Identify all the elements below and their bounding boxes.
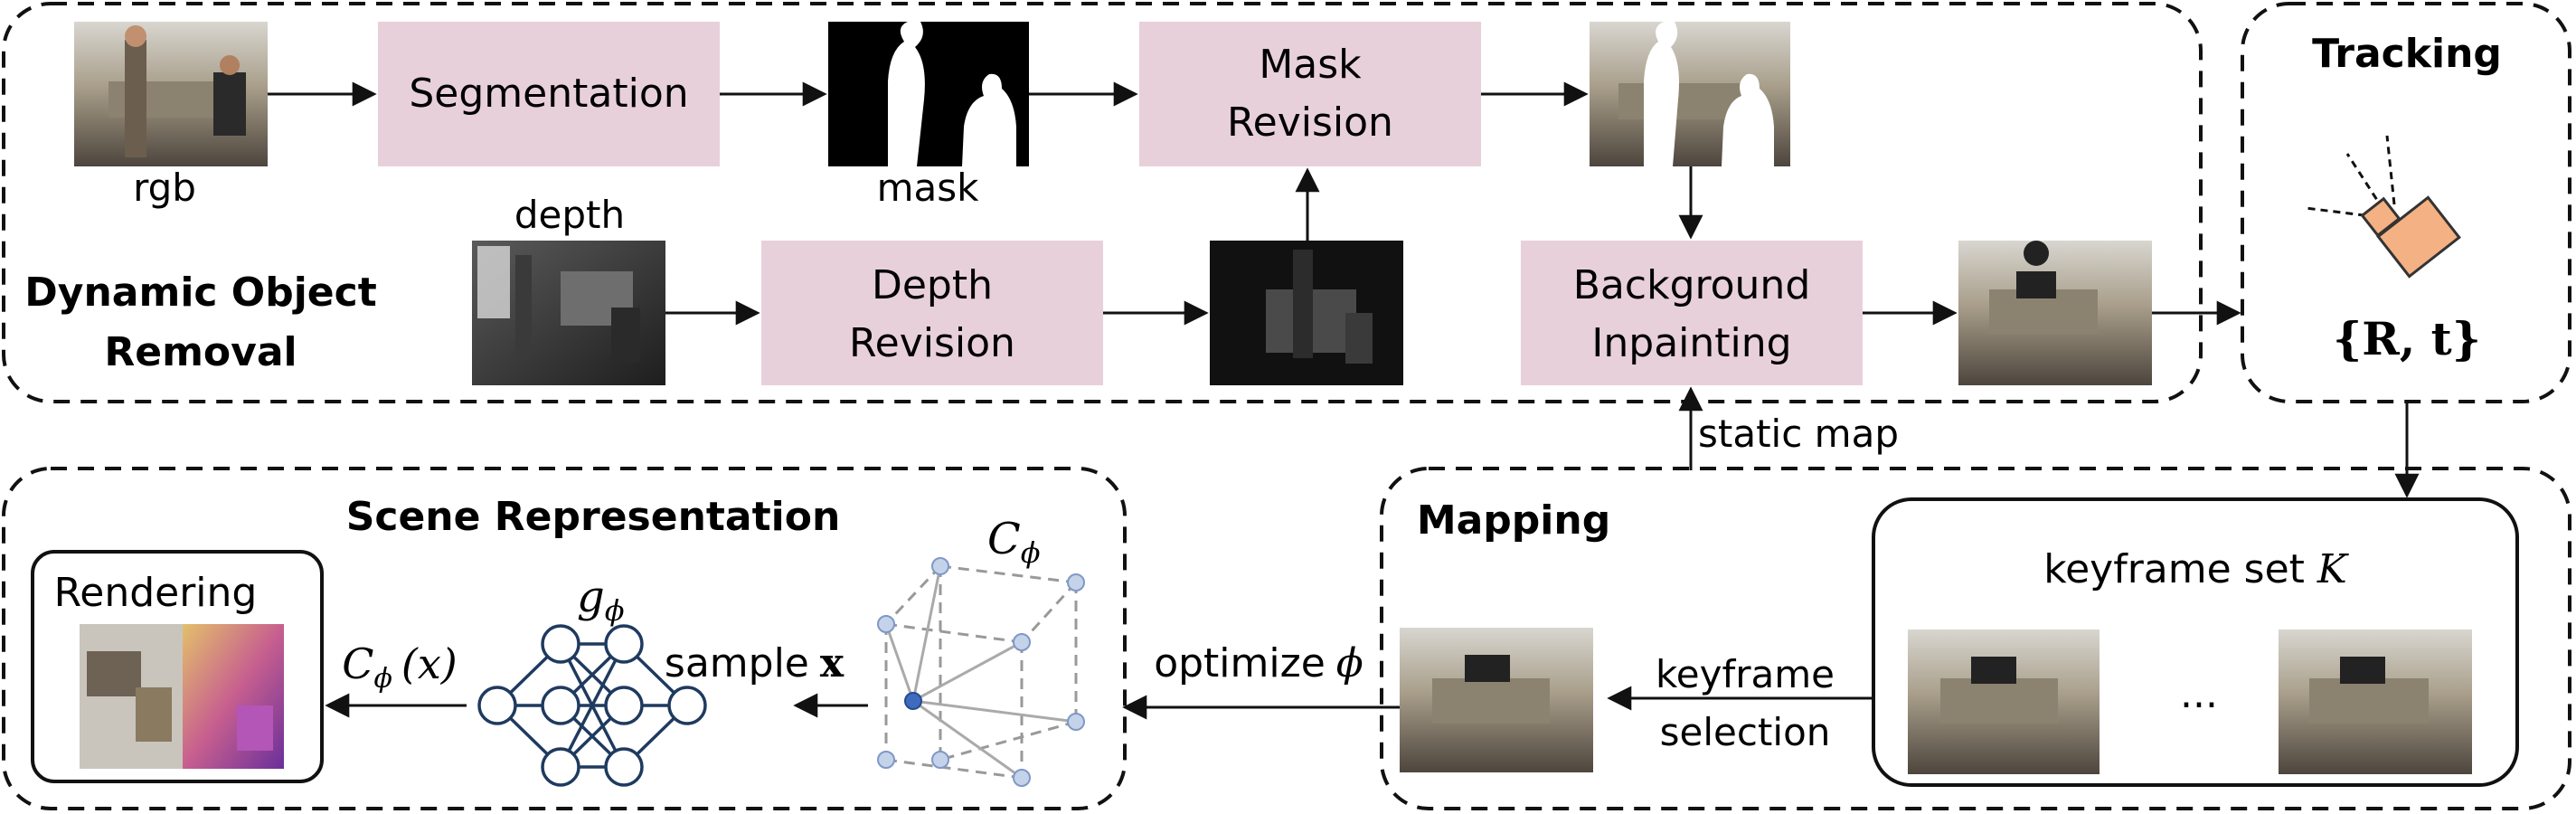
grid-symbol: Cϕ [987, 514, 1041, 570]
scene-representation-frame [2, 467, 1127, 810]
top-arrows [268, 81, 2420, 720]
keyframe-image-n [2279, 629, 2472, 774]
revised-depth-image [1210, 241, 1403, 385]
camera-icon [2305, 135, 2461, 279]
mlp-network [477, 624, 707, 787]
network-symbol: gϕ [577, 572, 625, 628]
keyframe-ellipsis: ... [2180, 671, 2218, 717]
segmentation-label: Segmentation [409, 71, 688, 117]
keyframe-image-1 [1908, 629, 2099, 774]
feature-grid [884, 564, 1078, 780]
mask-label: mask [877, 166, 980, 210]
mapping-frame [1380, 467, 2571, 810]
tracking-title: Tracking [2312, 31, 2502, 77]
depth-image [472, 241, 665, 385]
inpainted-image [1958, 241, 2152, 385]
rgb-image [74, 22, 268, 166]
dynamic-removal-frame [2, 2, 2203, 403]
rgb-label: rgb [133, 166, 196, 210]
static-map-label: static map [1698, 412, 1899, 456]
query-label: Cϕ(x) [342, 639, 458, 695]
rendering-image [80, 624, 284, 769]
mask-image [828, 22, 1029, 166]
pose-label: {R, t} [2333, 312, 2481, 365]
selected-keyframe-image [1400, 628, 1593, 772]
feature-grid-nodes [877, 557, 1085, 787]
depth-label: depth [514, 193, 625, 237]
scene-representation-title: Scene Representation [346, 494, 841, 540]
mapping-title: Mapping [1417, 497, 1610, 544]
segmentation-box: Segmentation [378, 22, 720, 166]
rendering-label: Rendering [54, 570, 258, 616]
masked-rgb-image [1590, 22, 1790, 166]
